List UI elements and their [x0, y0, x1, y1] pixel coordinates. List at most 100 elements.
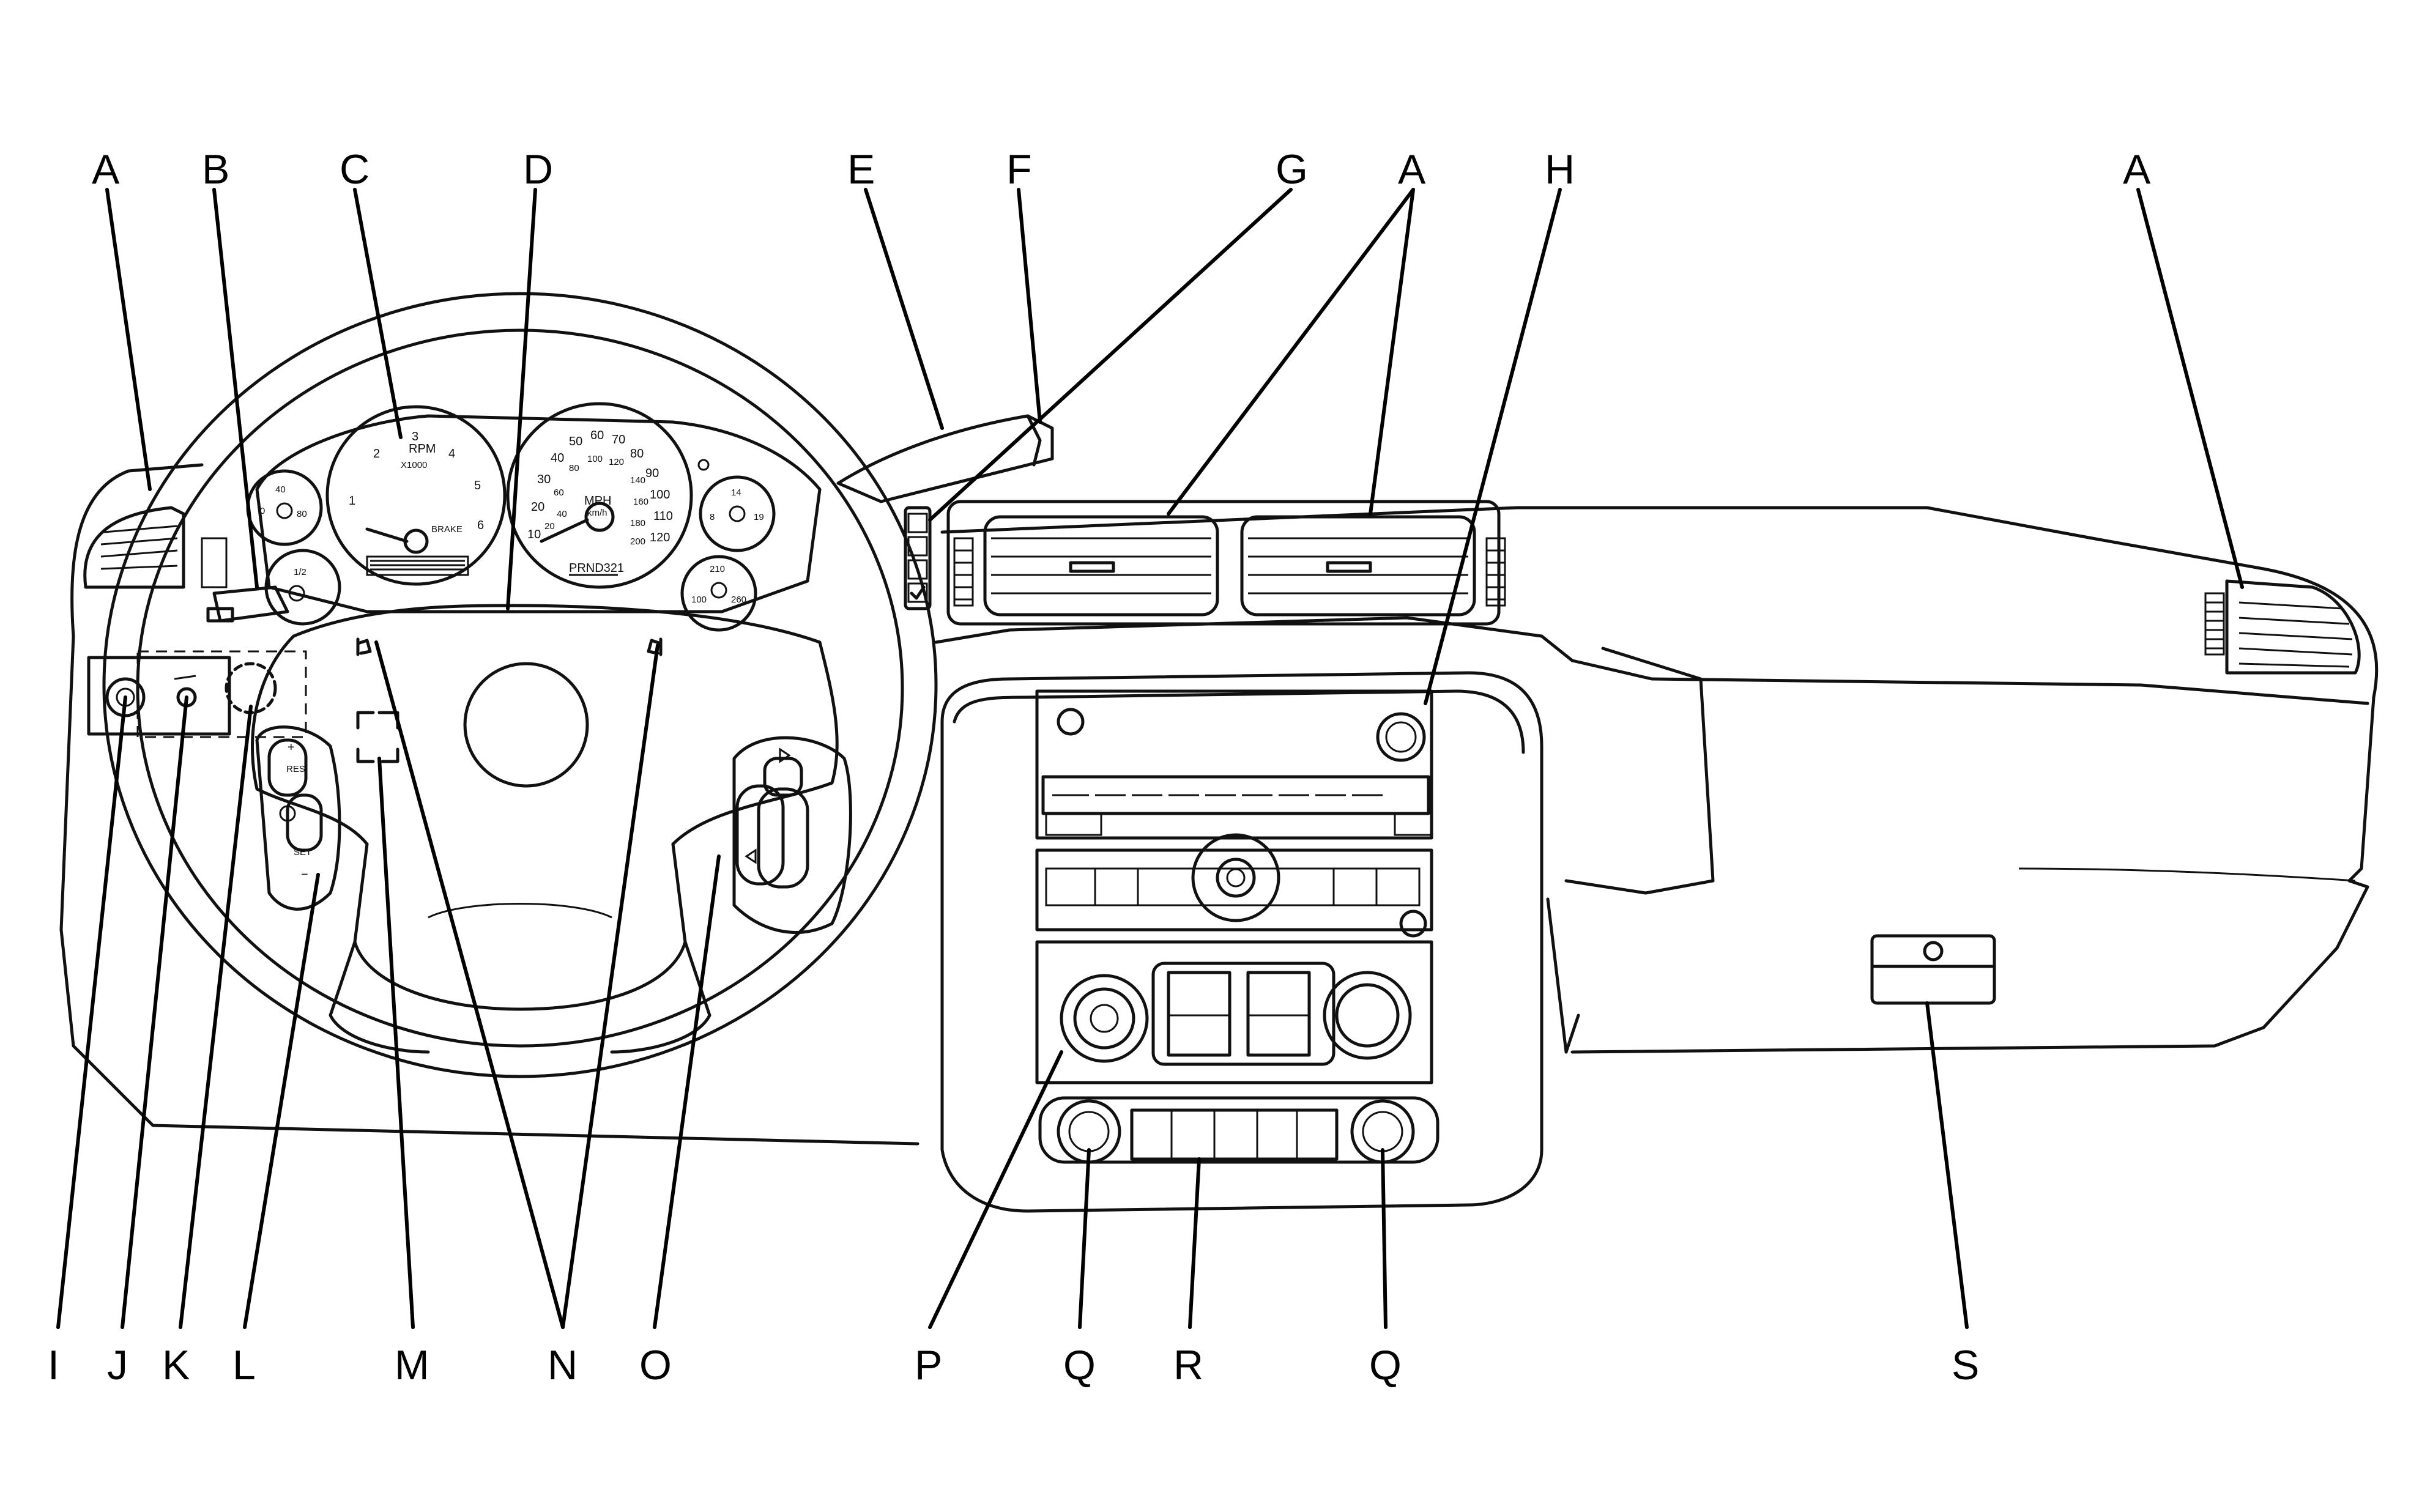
- callout-g: G: [1276, 146, 1308, 193]
- callout-b: B: [202, 146, 229, 193]
- air-delivery-knob[interactable]: [1323, 971, 1412, 1060]
- horn-symbol-right: [647, 637, 663, 656]
- callout-j: J: [107, 1342, 128, 1388]
- dashboard-outline: [59, 463, 2379, 1146]
- mph-tick: 120: [650, 531, 670, 544]
- radio-tune-knob[interactable]: [1376, 712, 1426, 762]
- left-air-vent: [83, 506, 228, 589]
- glove-box-latch[interactable]: [1870, 934, 1996, 1005]
- kmh-tick: 100: [587, 454, 603, 464]
- seek-up-icon[interactable]: [779, 747, 791, 763]
- oil-mid-label: 40: [275, 484, 286, 495]
- callout-n: N: [548, 1342, 578, 1388]
- oil-low-label: 0: [260, 506, 265, 516]
- mph-tick: 40: [551, 451, 564, 465]
- oil-high-label: 80: [297, 509, 307, 519]
- cd-player[interactable]: [1035, 833, 1433, 938]
- kmh-tick: 160: [633, 497, 648, 507]
- temp-high-label: 260: [731, 595, 746, 605]
- callout-h: H: [1545, 146, 1575, 193]
- kmh-tick: 60: [554, 487, 564, 498]
- callout-q-left: Q: [1063, 1342, 1096, 1388]
- kmh-tick: 200: [630, 536, 645, 547]
- fuel-mid-label: 1/2: [294, 567, 306, 577]
- horn-emblem[interactable]: [463, 662, 589, 788]
- callout-f: F: [1006, 146, 1032, 193]
- rpm-label: RPM: [409, 442, 436, 456]
- voltage-high-label: 19: [754, 512, 764, 522]
- callout-m: M: [395, 1342, 429, 1388]
- radio-unit[interactable]: [1035, 689, 1433, 840]
- horn-symbol-left: [356, 637, 372, 656]
- climate-control-panel[interactable]: [1035, 940, 1433, 1084]
- mph-tick: 60: [590, 429, 604, 442]
- rpm-tick: 4: [448, 447, 455, 461]
- audio-steering-controls[interactable]: [732, 736, 852, 934]
- seek-down-icon[interactable]: [745, 848, 757, 864]
- right-air-vent: [2204, 579, 2361, 675]
- temperature-gauge: 210 100 260: [680, 555, 757, 632]
- callout-a-center: A: [1398, 146, 1426, 193]
- cancel-icon[interactable]: [279, 805, 296, 822]
- rpm-tick: 6: [477, 519, 484, 532]
- cruise-minus-label: −: [301, 868, 308, 881]
- lower-vent-panel: [1038, 1096, 1440, 1164]
- callout-a-right: A: [2123, 146, 2151, 193]
- kmh-tick: 20: [544, 521, 555, 532]
- cruise-plus-label: +: [288, 741, 295, 754]
- rpm-multiplier: X1000: [401, 460, 427, 470]
- callout-d: D: [523, 146, 553, 193]
- temp-mid-label: 210: [710, 564, 725, 574]
- callout-labels: A B C D E F G A H A I J K L M N O P Q R …: [48, 146, 2151, 1388]
- kmh-label: km/h: [587, 508, 607, 518]
- callout-o: O: [639, 1342, 672, 1388]
- mph-tick: 10: [527, 528, 541, 541]
- airbag-marker: [356, 711, 399, 763]
- kmh-tick: 40: [557, 509, 567, 519]
- mph-tick: 80: [630, 447, 644, 461]
- callout-r: R: [1173, 1342, 1203, 1388]
- callout-l: L: [232, 1342, 256, 1388]
- cruise-control-pad[interactable]: + RES SET −: [255, 725, 341, 911]
- mph-tick: 30: [537, 473, 551, 486]
- rpm-tick: 5: [474, 479, 481, 492]
- callout-a-left: A: [92, 146, 120, 193]
- kmh-tick: 180: [630, 518, 645, 528]
- mph-tick: 70: [612, 433, 625, 447]
- kmh-tick: 120: [609, 457, 624, 467]
- voltage-low-label: 8: [710, 512, 715, 522]
- mph-tick: 50: [569, 435, 582, 448]
- tachometer: RPM X1000 1 2 3 4 5 6 BRAKE: [325, 405, 507, 586]
- cd-eject-knob[interactable]: [1191, 833, 1280, 922]
- center-air-vents: [946, 500, 1506, 626]
- mph-tick: 20: [531, 500, 544, 514]
- steering-wheel: [102, 292, 938, 1078]
- steering-column-cover: [836, 414, 1054, 503]
- callout-k: K: [162, 1342, 190, 1388]
- speedometer: MPH km/h 10 20 30 40 50 60 70 80 90 100 …: [506, 402, 693, 589]
- headlamp-switch[interactable]: [105, 677, 146, 717]
- rpm-tick: 3: [412, 430, 418, 443]
- gear-indicator: PRND321: [569, 561, 624, 575]
- callout-c: C: [340, 146, 370, 193]
- cruise-set-label: SET: [294, 847, 311, 858]
- turn-signal-lever[interactable]: [206, 585, 289, 623]
- callout-p: P: [915, 1342, 942, 1388]
- instrument-cluster: RPM X1000 1 2 3 4 5 6 BRAKE MPH km/h 10 …: [246, 402, 822, 632]
- rpm-tick: 1: [349, 494, 355, 508]
- callout-s: S: [1952, 1342, 1979, 1388]
- callout-e: E: [847, 146, 875, 193]
- callout-i: I: [48, 1342, 59, 1388]
- callout-q-right: Q: [1369, 1342, 1402, 1388]
- radio-power-knob[interactable]: [1057, 708, 1085, 736]
- voltage-gauge: 14 8 19: [699, 475, 776, 552]
- fan-speed-knob[interactable]: [1060, 974, 1149, 1063]
- mph-tick: 110: [653, 510, 673, 523]
- temp-low-label: 100: [691, 595, 707, 605]
- mph-label: MPH: [584, 494, 611, 508]
- mph-tick: 90: [645, 467, 659, 480]
- rpm-tick: 2: [373, 447, 380, 461]
- center-stack: [940, 671, 1544, 1213]
